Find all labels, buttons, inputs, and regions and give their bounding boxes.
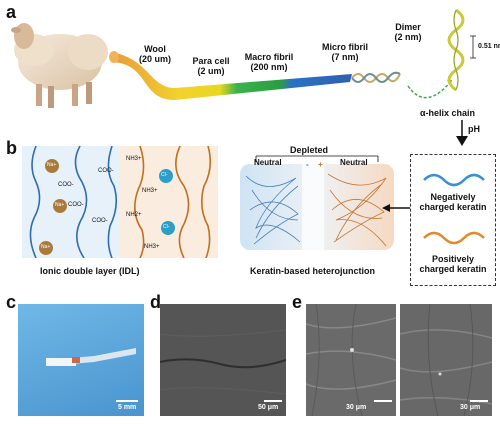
ion-nh3-1: NH3+	[126, 156, 142, 162]
ion-coo-2: COO-	[68, 202, 84, 208]
ph-label: pH	[468, 124, 480, 134]
scale-bar-c: 5 mm	[118, 404, 137, 411]
idl-diagram: Na+ COO- Na+ COO- COO- COO- Na+ NH3+ Cl-…	[22, 146, 218, 258]
ion-nh2-1: NH2+	[126, 212, 142, 218]
sem-image-d	[160, 304, 286, 416]
cl-ions	[159, 169, 175, 235]
heterojunction-caption: Keratin-based heterojunction	[250, 266, 376, 276]
panel-label-d: d	[150, 292, 161, 312]
na-ions	[39, 159, 67, 255]
hierarchy-dimer: Dimer(2 nm)	[394, 22, 422, 42]
ion-na-3: Na+	[41, 244, 51, 250]
ion-na-1: Na+	[47, 162, 57, 168]
ion-coo-1: COO-	[58, 182, 74, 188]
neutral-right-label: Neutral	[340, 158, 368, 167]
fiber-cone	[109, 51, 352, 100]
panel-label-a: a	[6, 2, 17, 22]
alpha-helix-label: α-helix chain	[420, 108, 476, 118]
depleted-label: Depleted	[290, 145, 329, 155]
scale-bar-d: 50 μm	[258, 404, 279, 411]
panel-label-e: e	[292, 292, 303, 312]
scale-bar-e1: 30 μm	[346, 404, 367, 411]
sheep-icon	[11, 23, 108, 108]
hierarchy-wool: Wool(20 um)	[138, 44, 171, 64]
hierarchy-micro-fibril: Micro fibril(7 nm)	[321, 42, 368, 62]
ion-coo-4: COO-	[92, 218, 108, 224]
panel-label-c: c	[6, 292, 17, 312]
plus-sign: +	[318, 160, 323, 169]
scale-bar-e2: 30 μm	[460, 404, 481, 411]
sem-image-e1	[306, 304, 396, 416]
ion-cl-1: Cl-	[161, 172, 168, 178]
dimer-arrow	[407, 79, 453, 99]
helix-pitch-label: 0.51 nm	[478, 43, 500, 50]
sem-image-e2	[400, 304, 492, 416]
hierarchy-macro-fibril: Macro fibril(200 nm)	[244, 52, 294, 72]
ion-nh3-3: NH3+	[144, 244, 160, 250]
heterojunction-diagram: Neutral Neutral - +	[232, 150, 402, 260]
positive-keratin-label: Positively charged keratin	[419, 254, 487, 274]
dimer-coil	[351, 71, 401, 83]
ion-nh3-2: NH3+	[142, 188, 158, 194]
ion-na-2: Na+	[55, 202, 65, 208]
idl-caption: Ionic double layer (IDL)	[40, 266, 140, 276]
ph-arrow-head	[456, 136, 468, 146]
ion-cl-2: Cl-	[163, 224, 170, 230]
helix-pitch-bracket	[470, 35, 476, 59]
ion-coo-3: COO-	[98, 168, 114, 174]
minus-sign: -	[306, 160, 309, 169]
neutral-left-label: Neutral	[254, 158, 282, 167]
alpha-helix-icon	[447, 8, 465, 92]
keratin-strands	[423, 173, 485, 245]
hierarchy-para-cell: Para cell(2 um)	[192, 56, 230, 76]
panel-label-b: b	[6, 138, 17, 158]
device-photo	[18, 304, 144, 416]
wool-hierarchy-illustration	[11, 8, 476, 140]
keratin-legend-box	[410, 154, 496, 286]
left-arrow	[382, 204, 410, 212]
negative-keratin-label: Negatively charged keratin	[419, 192, 487, 212]
